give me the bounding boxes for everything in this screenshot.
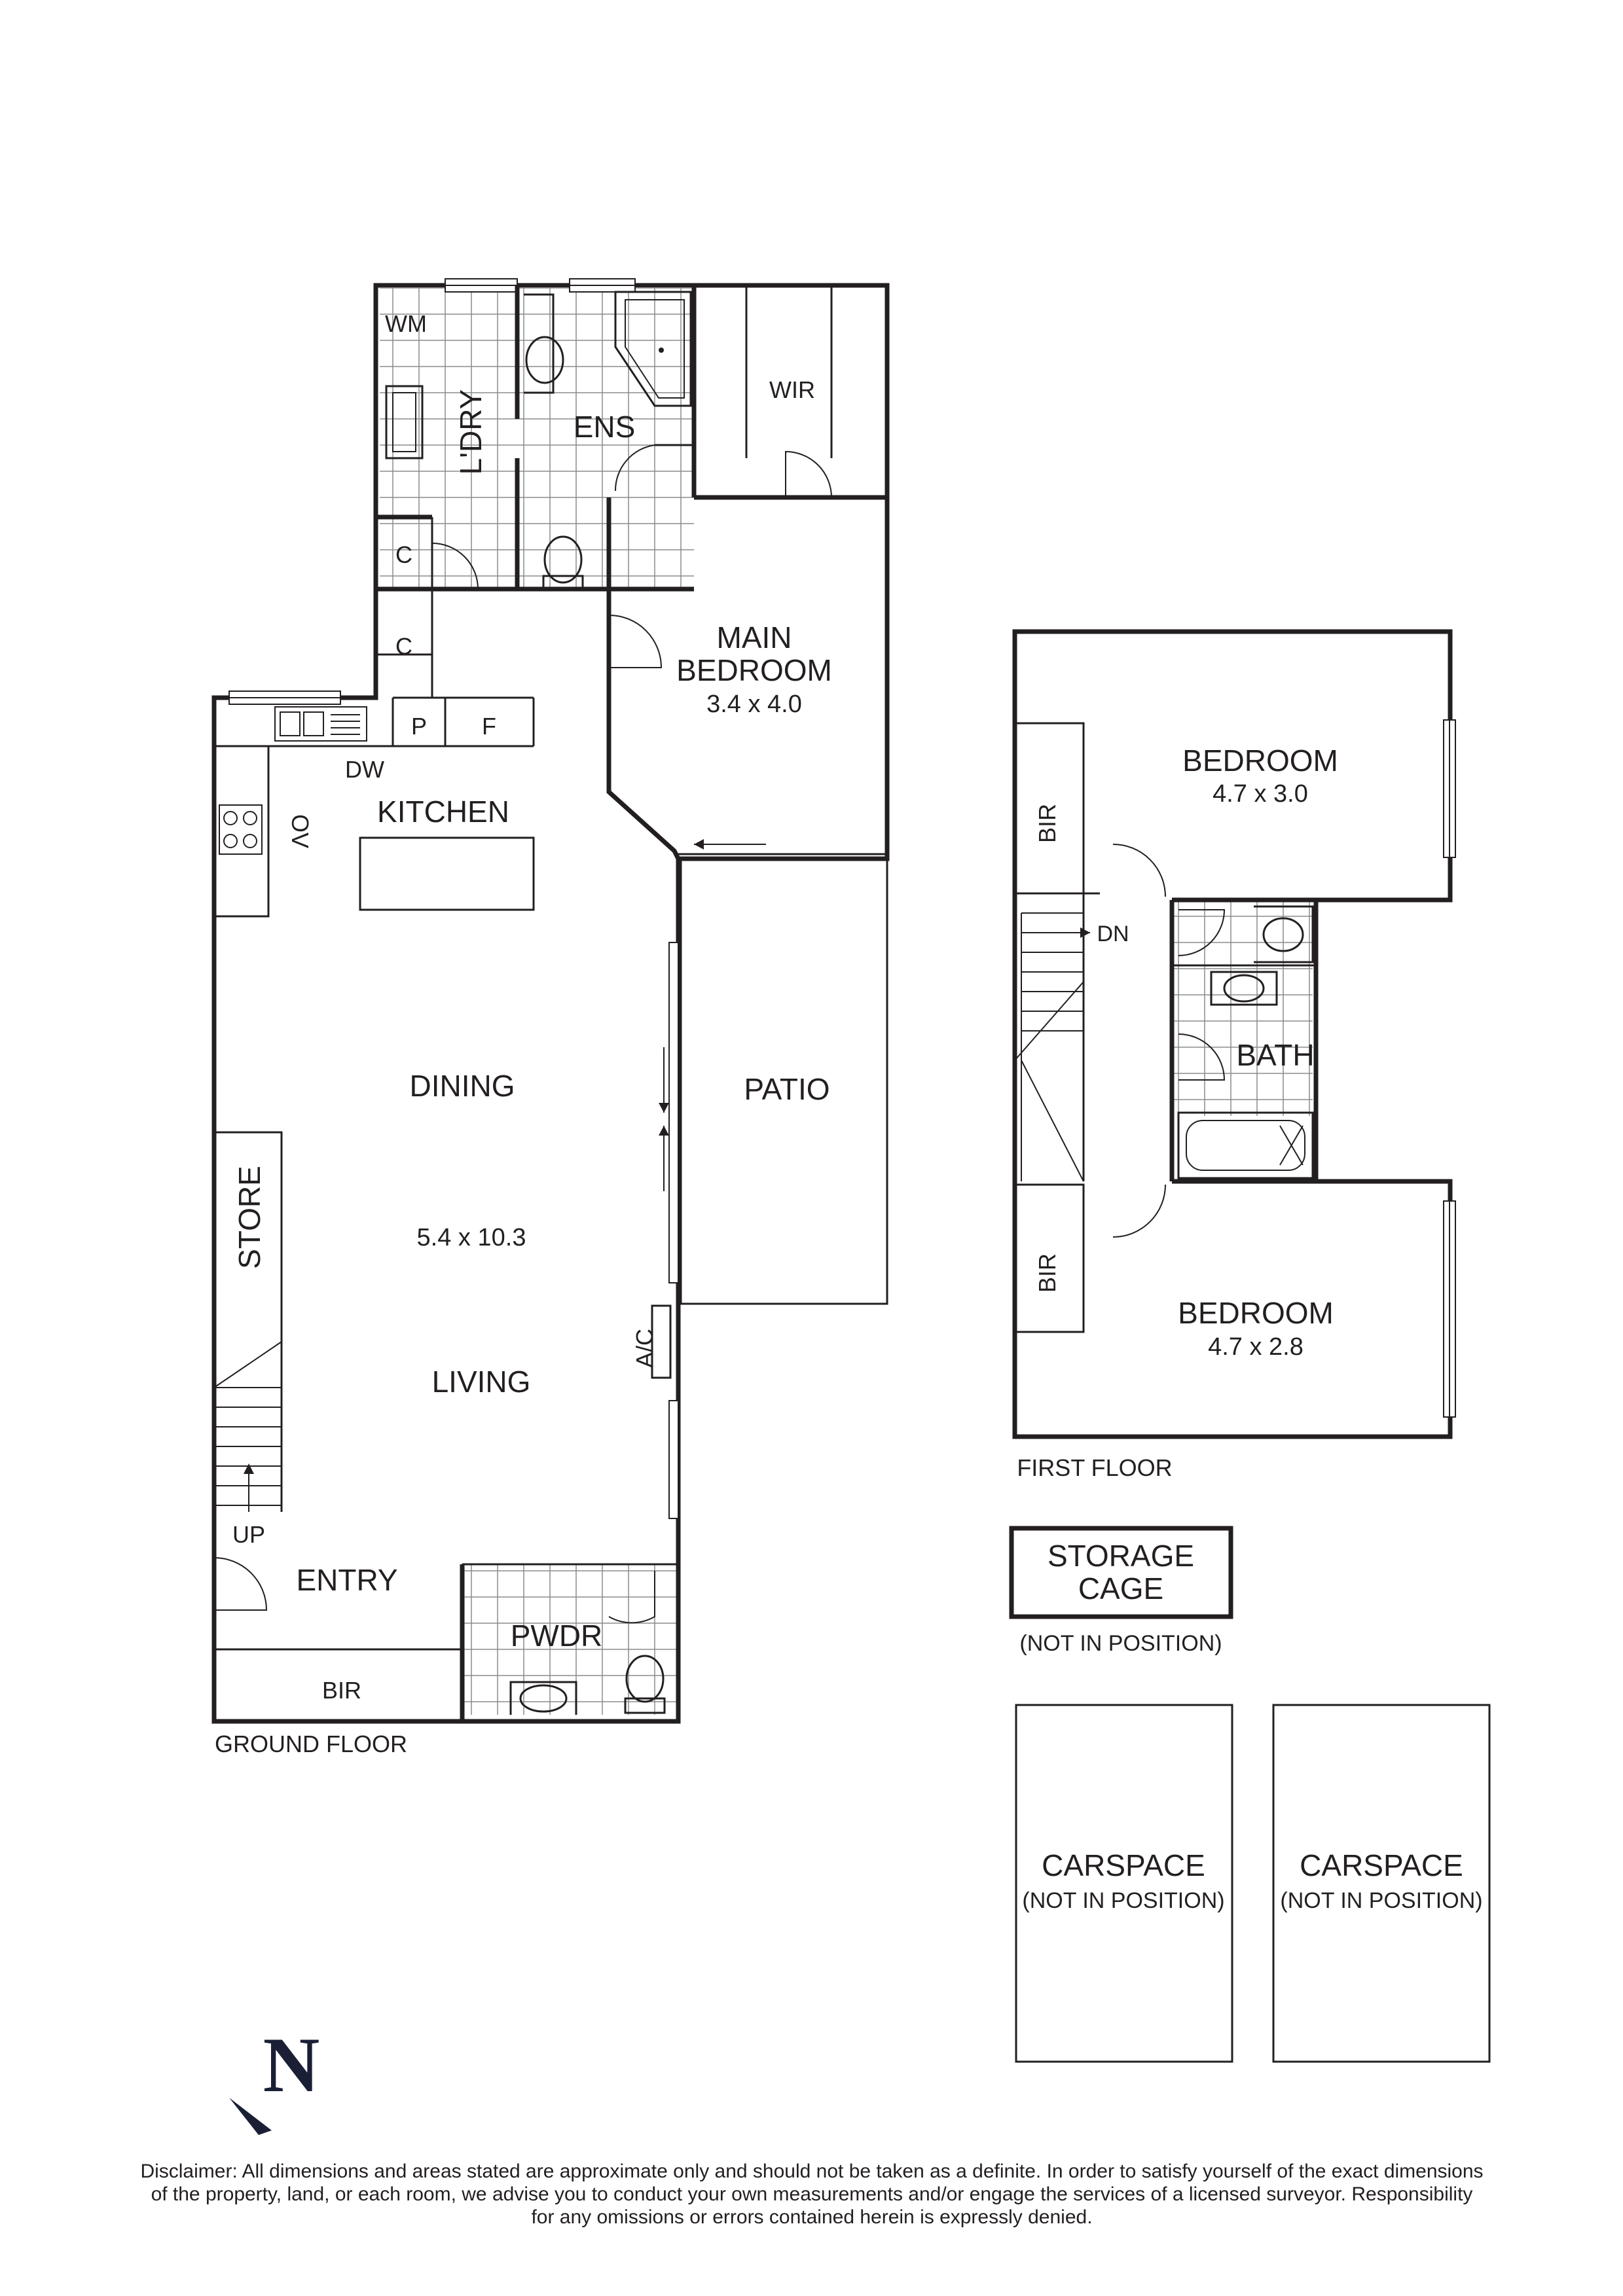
patio-outline xyxy=(680,857,888,1305)
laundry-tiles xyxy=(380,288,517,589)
basin-icon xyxy=(1254,905,1314,963)
living-dining-dimensions: 5.4 x 10.3 xyxy=(417,1224,526,1251)
corner-bath-icon xyxy=(614,291,692,407)
bedroom-dimensions: 4.7 x 2.8 xyxy=(1208,1333,1304,1361)
dishwasher-label: DW xyxy=(345,756,384,783)
laundry-label: L'DRY xyxy=(454,389,488,475)
carspace-note: (NOT IN POSITION) xyxy=(1022,1888,1224,1913)
down-arrow-icon xyxy=(1048,927,1090,938)
bath-tiles xyxy=(1172,900,1313,1116)
fridge-label: F xyxy=(482,713,496,740)
main-bedroom-wall xyxy=(606,497,681,860)
door-swing xyxy=(213,444,832,1624)
wm-label: WM xyxy=(385,310,427,337)
stair-wall xyxy=(1015,892,1100,1181)
down-label: DN xyxy=(1097,922,1129,946)
entry-label: ENTRY xyxy=(296,1563,397,1597)
toilet-icon xyxy=(542,535,584,589)
north-arrow-icon: N xyxy=(229,2021,319,2135)
storage-label: CAGE xyxy=(1078,1571,1163,1605)
north-letter: N xyxy=(263,2021,320,2108)
carspace-label: CARSPACE xyxy=(1042,1848,1205,1882)
main-bedroom-label: BEDROOM xyxy=(676,653,832,687)
main-bedroom-label: MAIN xyxy=(717,620,792,655)
bedroom-dimensions: 4.7 x 3.0 xyxy=(1213,780,1308,808)
aircon-unit xyxy=(651,1304,672,1379)
carspace-label: CARSPACE xyxy=(1300,1848,1463,1882)
kitchen-label: KITCHEN xyxy=(377,795,509,829)
cooktop-icon xyxy=(219,804,263,855)
disclaimer-line: for any omissions or errors contained he… xyxy=(531,2206,1092,2228)
bath-label: BATH xyxy=(1236,1038,1314,1072)
ensuite-label: ENS xyxy=(574,410,636,444)
up-label: UP xyxy=(232,1521,265,1548)
store-wall xyxy=(214,1131,283,1512)
disclaimer-line: of the property, land, or each room, we … xyxy=(151,2183,1473,2205)
ground-floor-labels: WM L'DRY ENS WIR C C MAIN BEDROOM 3.4 x … xyxy=(215,310,832,1757)
bir-label: BIR xyxy=(1034,1253,1061,1293)
dining-label: DINING xyxy=(410,1069,515,1103)
window xyxy=(1443,719,1456,1418)
store-label: STORE xyxy=(232,1166,266,1269)
first-floor-caption: FIRST FLOOR xyxy=(1017,1454,1172,1481)
oven-label: OV xyxy=(287,814,314,848)
kitchen-island xyxy=(359,836,535,911)
carspace: CARSPACE (NOT IN POSITION) xyxy=(1015,1704,1233,2063)
disclaimer-line: Disclaimer: All dimensions and areas sta… xyxy=(140,2161,1483,2182)
powder-label: PWDR xyxy=(511,1619,603,1653)
first-floor xyxy=(1012,629,1456,1439)
storage-cage: STORAGE CAGE (NOT IN POSITION) xyxy=(1009,1526,1233,1656)
powder-tiles xyxy=(462,1564,678,1715)
stairs xyxy=(1014,912,1084,1182)
door-swing xyxy=(1112,844,1226,1238)
patio-label: PATIO xyxy=(744,1072,830,1106)
storage-label: STORAGE xyxy=(1048,1539,1194,1573)
storage-note: (NOT IN POSITION) xyxy=(1019,1631,1222,1656)
cupboard-label: C xyxy=(395,541,412,568)
aircon-label: A/C xyxy=(631,1329,658,1368)
bir-robe xyxy=(1013,1183,1085,1333)
ground-floor-caption: GROUND FLOOR xyxy=(215,1731,407,1757)
pantry-label: P xyxy=(411,713,427,740)
first-floor-labels: BEDROOM 4.7 x 3.0 BIR DN BATH BIR BEDROO… xyxy=(1017,744,1338,1481)
bath-icon xyxy=(1177,1111,1314,1179)
basin-icon xyxy=(509,1681,577,1715)
sliding-door xyxy=(659,942,679,1519)
laundry-tub xyxy=(385,385,424,459)
stairs xyxy=(213,1341,282,1506)
window xyxy=(228,278,636,705)
basin-icon xyxy=(524,293,564,394)
up-arrow-icon xyxy=(244,1463,254,1512)
living-label: LIVING xyxy=(432,1365,531,1399)
wir-label: WIR xyxy=(769,376,815,403)
bedroom-label: BEDROOM xyxy=(1178,1296,1334,1330)
bir-label: BIR xyxy=(322,1677,361,1704)
ground-floor xyxy=(211,278,890,1724)
basin-icon xyxy=(1210,971,1278,1006)
cupboard-label: C xyxy=(395,633,412,660)
disclaimer: Disclaimer: All dimensions and areas sta… xyxy=(140,2161,1483,2228)
bedroom-label: BEDROOM xyxy=(1182,744,1338,778)
toilet-icon xyxy=(624,1655,666,1714)
bir-label: BIR xyxy=(1034,804,1061,843)
carspace-note: (NOT IN POSITION) xyxy=(1280,1888,1482,1913)
sink-icon xyxy=(274,706,367,742)
main-bedroom-dimensions: 3.4 x 4.0 xyxy=(706,691,802,718)
carspace: CARSPACE (NOT IN POSITION) xyxy=(1272,1704,1491,2063)
